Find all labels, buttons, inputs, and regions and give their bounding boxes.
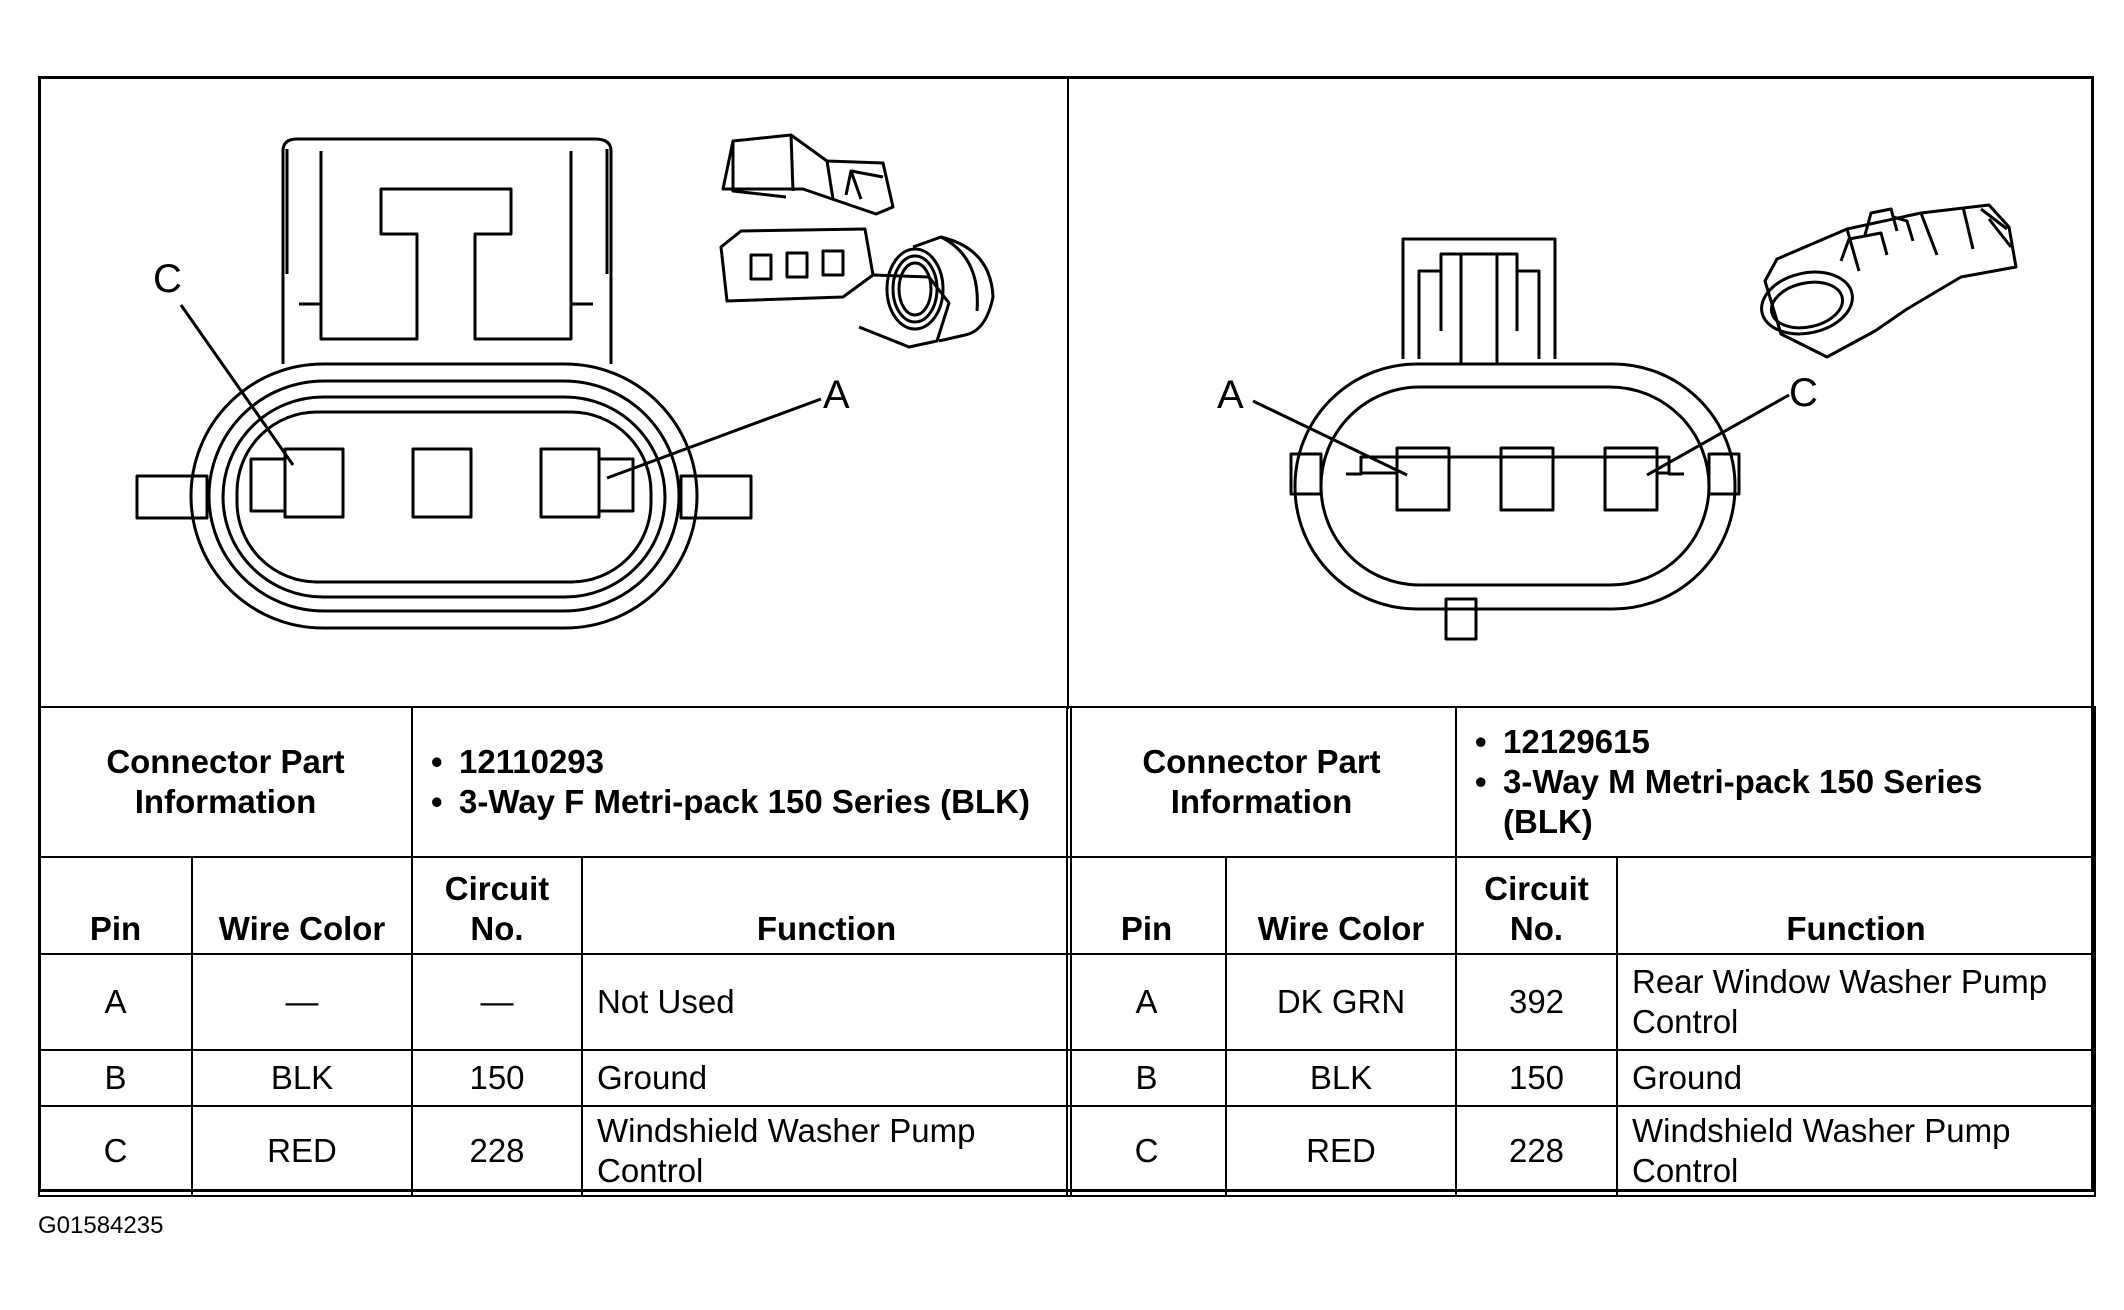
left-callout-c-leader: [179, 304, 295, 466]
right-callout-a: A: [1217, 373, 1244, 417]
part-info-cell: 12129615 3-Way M Metri-pack 150 Series (…: [1454, 706, 2097, 858]
table-row: A DK GRN 392 Rear Window Washer Pump Con…: [1066, 953, 2097, 1051]
col-header-function: Function: [1615, 856, 2097, 955]
figure-id: G01584235: [38, 1212, 164, 1239]
circuit-cell: 228: [411, 1105, 583, 1197]
function-cell: Ground: [1615, 1049, 2097, 1107]
column-header-row: Pin Wire Color Circuit No. Function: [1066, 856, 2097, 955]
wire-color-cell: —: [191, 953, 413, 1051]
part-info-list: 12110293 3-Way F Metri-pack 150 Series (…: [427, 742, 1056, 822]
table-row: B BLK 150 Ground: [1066, 1049, 2097, 1107]
part-info-label: Connector Part Information: [38, 706, 413, 858]
part-number: 12129615: [1471, 722, 2080, 762]
wire-color-cell: DK GRN: [1225, 953, 1457, 1051]
right-pinout-table: Connector Part Information 12129615 3-Wa…: [1066, 706, 2097, 1197]
pin-cell: A: [1066, 953, 1227, 1051]
pin-cell: B: [38, 1049, 193, 1107]
table-row: C RED 228 Windshield Washer Pump Control: [1066, 1105, 2097, 1197]
left-pinout-table: Connector Part Information 12110293 3-Wa…: [38, 706, 1072, 1197]
column-header-row: Pin Wire Color Circuit No. Function: [38, 856, 1072, 955]
function-cell: Ground: [581, 1049, 1072, 1107]
circuit-cell: 228: [1455, 1105, 1618, 1197]
panel-divider: [1067, 79, 1069, 709]
wire-color-cell: BLK: [191, 1049, 413, 1107]
circuit-cell: 150: [1455, 1049, 1618, 1107]
table-row: C RED 228 Windshield Washer Pump Control: [38, 1105, 1072, 1197]
circuit-cell: 150: [411, 1049, 583, 1107]
right-callout-a-leader: [1252, 399, 1408, 477]
pin-cell: A: [38, 953, 193, 1051]
right-connector-face: [1289, 237, 1741, 641]
part-info-list: 12129615 3-Way M Metri-pack 150 Series (…: [1471, 722, 2080, 842]
col-header-wire-color: Wire Color: [1225, 856, 1457, 955]
col-header-circuit: Circuit No.: [411, 856, 583, 955]
left-callout-c: C: [153, 257, 182, 301]
function-cell: Rear Window Washer Pump Control: [1615, 953, 2097, 1051]
part-info-row: Connector Part Information 12110293 3-Wa…: [38, 706, 1072, 858]
pin-cell: B: [1066, 1049, 1227, 1107]
col-header-pin: Pin: [38, 856, 193, 955]
right-callout-c-leader: [1646, 393, 1790, 477]
right-connector-perspective: [1760, 203, 2018, 359]
table-row: B BLK 150 Ground: [38, 1049, 1072, 1107]
left-callout-a: A: [823, 373, 850, 417]
pin-cell: C: [38, 1105, 193, 1197]
part-description: 3-Way M Metri-pack 150 Series (BLK): [1471, 762, 2080, 842]
function-cell: Not Used: [581, 953, 1072, 1051]
part-info-row: Connector Part Information 12129615 3-Wa…: [1066, 706, 2097, 858]
col-header-pin: Pin: [1066, 856, 1227, 955]
circuit-cell: —: [411, 953, 583, 1051]
col-header-wire-color: Wire Color: [191, 856, 413, 955]
part-description: 3-Way F Metri-pack 150 Series (BLK): [427, 782, 1056, 822]
function-cell: Windshield Washer Pump Control: [1615, 1105, 2097, 1197]
table-row: A — — Not Used: [38, 953, 1072, 1051]
left-connector-face: [135, 137, 753, 630]
circuit-cell: 392: [1455, 953, 1618, 1051]
col-header-circuit: Circuit No.: [1455, 856, 1618, 955]
function-cell: Windshield Washer Pump Control: [581, 1105, 1072, 1197]
right-callout-c: C: [1789, 371, 1818, 415]
part-info-label: Connector Part Information: [1066, 706, 1457, 858]
col-header-function: Function: [581, 856, 1072, 955]
part-number: 12110293: [427, 742, 1056, 782]
wire-color-cell: RED: [191, 1105, 413, 1197]
connector-drawings: [135, 133, 2018, 641]
wire-color-cell: BLK: [1225, 1049, 1457, 1107]
connector-diagram-frame: C A A C Connector Part Information 12110…: [38, 76, 2097, 1197]
left-connector-perspective: [719, 133, 995, 349]
wire-color-cell: RED: [1225, 1105, 1457, 1197]
pin-cell: C: [1066, 1105, 1227, 1197]
left-callout-a-leader: [606, 397, 822, 480]
part-info-cell: 12110293 3-Way F Metri-pack 150 Series (…: [411, 706, 1072, 858]
drawings-area: C A A C: [41, 79, 2091, 709]
